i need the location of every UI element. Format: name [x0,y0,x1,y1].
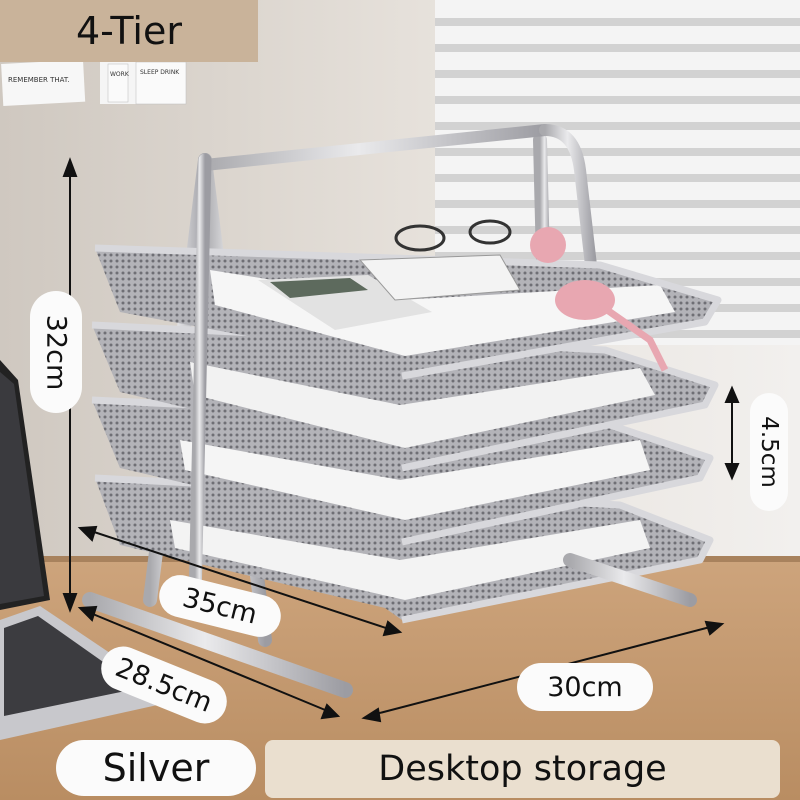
storage-banner: Desktop storage [265,740,780,798]
height-dimension-label: 32cm [30,291,82,413]
tier-gap-value: 4.5cm [756,416,783,488]
tier-badge: 4-Tier [0,0,258,62]
storage-label: Desktop storage [378,749,667,789]
length-dimension-label: 30cm [517,663,653,711]
tier-label: 4-Tier [75,9,182,53]
note-text-work: WORK [110,71,130,78]
organizer-front-frame [82,153,697,698]
note-text-remember: REMEMBER THAT. [8,76,70,84]
color-badge: Silver [56,740,256,796]
spiral-notebook [358,254,521,301]
laptop [0,360,180,740]
pinned-notes: REMEMBER THAT. WORK SLEEP DRINK [1,58,187,106]
tier-gap-dimension-label: 4.5cm [750,393,788,511]
length-value: 30cm [547,671,623,703]
pink-figurine [530,227,669,372]
color-label: Silver [102,746,210,790]
note-text-sleep: SLEEP DRINK [140,69,180,76]
eyeglasses [394,219,512,252]
height-value: 32cm [40,314,72,390]
